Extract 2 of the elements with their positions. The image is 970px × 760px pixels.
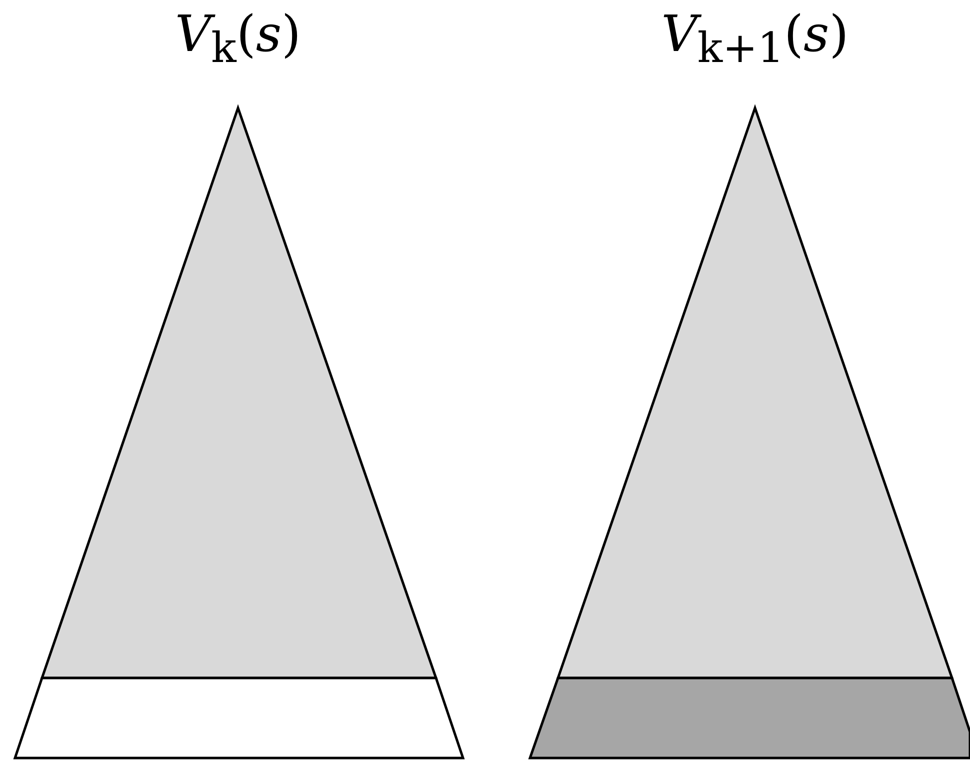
math-label: V$_{k}$(s) [174,5,302,63]
math-label: V$_{k+1}$(s) [661,5,849,63]
